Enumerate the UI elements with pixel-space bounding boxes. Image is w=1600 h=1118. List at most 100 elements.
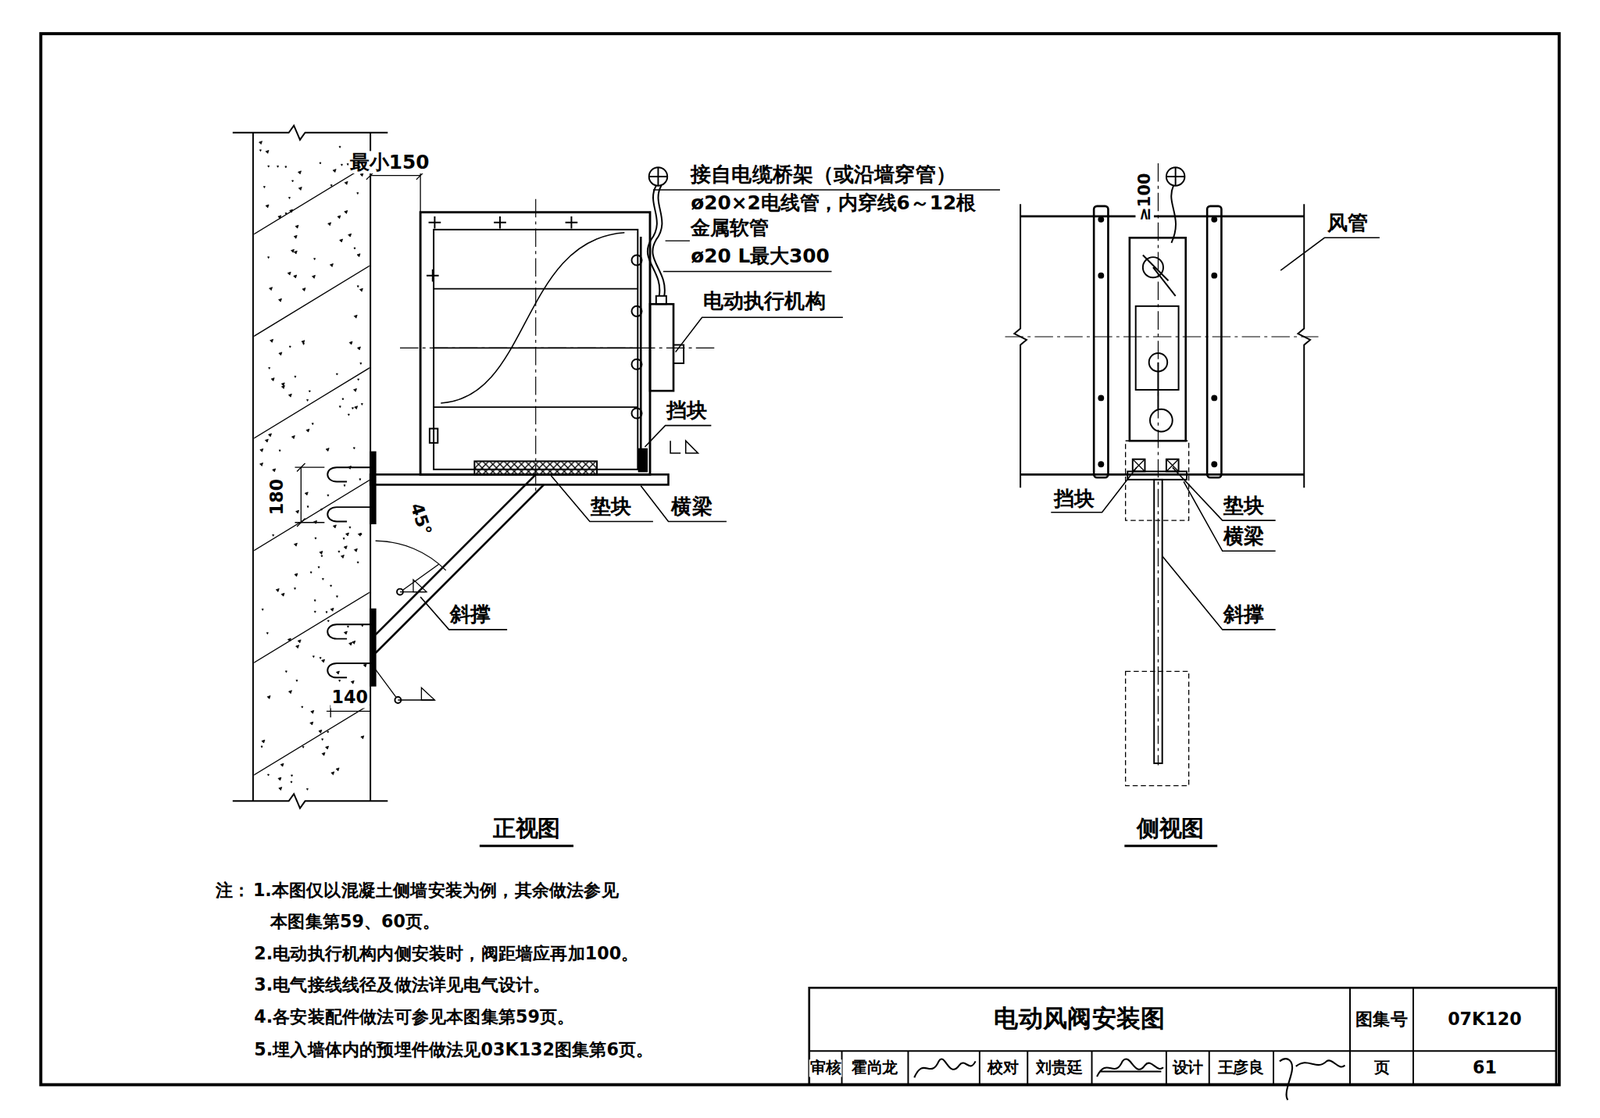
aggregate-dot — [291, 249, 295, 253]
aggregate-dot — [353, 447, 355, 450]
side-leaders-part — [1172, 467, 1276, 521]
support-bracket-part — [327, 663, 371, 678]
damper-front-part — [639, 236, 643, 465]
aggregate-dot — [330, 607, 334, 611]
front-leaders-part — [644, 425, 711, 447]
support-bracket — [327, 452, 668, 704]
support-bracket-part — [327, 507, 371, 522]
title-block — [809, 987, 1557, 1100]
aggregate-dot — [306, 788, 308, 790]
aggregate-dot — [340, 164, 343, 166]
angle-text: 45° — [405, 500, 436, 540]
aggregate-dot — [263, 186, 265, 189]
cable-and-hose-part — [649, 167, 668, 186]
aggregate-dot — [312, 656, 315, 658]
concrete-wall-part — [232, 125, 389, 140]
damper-side-part-part — [1210, 460, 1218, 468]
aggregate-dot — [288, 197, 290, 200]
damper-side-part-part — [1097, 394, 1104, 401]
sheet-border — [40, 33, 1560, 1085]
aggregate-dot — [281, 385, 285, 390]
aggregate-dot — [287, 271, 291, 275]
aggregate-dot — [296, 679, 298, 682]
support-bracket-part — [327, 624, 371, 639]
beam-callout: 横梁 — [1222, 524, 1266, 548]
aggregate-dot — [353, 247, 356, 250]
dimension-text: ≥100 — [1135, 171, 1154, 222]
aggregate-dot — [297, 639, 301, 643]
title-block-part — [809, 987, 1557, 1085]
damper-side-part — [1150, 409, 1173, 433]
aggregate-dot — [304, 492, 308, 496]
aggregate-dot — [264, 439, 268, 443]
aggregate-dot — [295, 225, 299, 229]
aggregate-dot — [270, 339, 274, 343]
aggregate-dot — [314, 600, 316, 602]
aggregate-dot — [332, 169, 336, 173]
support-bracket-part — [370, 474, 668, 485]
aggregate-dot — [289, 346, 291, 348]
aggregate-dot — [267, 165, 270, 168]
damper-front-part — [631, 359, 642, 370]
damper-side-part-part — [1210, 272, 1218, 279]
cable-and-hose-part — [665, 240, 690, 242]
title-block-cell: 王彦良 — [1217, 1059, 1265, 1078]
aggregate-dot — [354, 406, 358, 410]
title-block-cell: 页 — [1372, 1059, 1390, 1078]
aggregate-dot — [314, 610, 316, 613]
beam-callout: 横梁 — [670, 494, 714, 518]
aggregate-dot — [301, 340, 305, 344]
aggregate-dot — [349, 526, 351, 529]
aggregate-dot — [278, 215, 282, 219]
aggregate-dot — [278, 298, 283, 302]
aggregate-dot — [261, 739, 265, 743]
electric-actuator-part — [656, 296, 667, 304]
aggregate-dot — [267, 695, 271, 699]
damper-side — [1005, 163, 1319, 786]
side-leaders-part — [1162, 556, 1276, 630]
damper-front — [400, 199, 715, 493]
conduit-callout: ø20×2电线管，内穿线6～12根 — [689, 192, 977, 215]
damper-side-part — [1153, 479, 1162, 764]
aggregate-dot — [357, 378, 360, 381]
front-leaders-part — [685, 440, 699, 454]
front-leaders-part — [670, 440, 681, 454]
aggregate-dot — [319, 162, 322, 165]
aggregate-dot — [325, 448, 329, 452]
aggregate-dot — [302, 288, 306, 292]
aggregate-dot — [351, 407, 354, 410]
support-bracket-part — [375, 669, 436, 700]
concrete-wall-part-part — [253, 163, 370, 776]
aggregate-dot — [290, 781, 293, 783]
brace-callout: 斜撑 — [449, 603, 493, 627]
support-bracket-part — [375, 540, 447, 571]
electric-actuator — [650, 296, 684, 391]
aggregate-dot — [272, 468, 276, 472]
damper-front-part — [400, 199, 715, 493]
front-leaders-part — [420, 596, 508, 630]
pad-callout: 垫块 — [1222, 493, 1266, 518]
aggregate-dot — [339, 679, 341, 682]
aggregate-dot — [296, 645, 300, 649]
aggregate-dot — [266, 632, 268, 635]
aggregate-dot — [310, 721, 314, 725]
aggregate-dot — [261, 608, 264, 611]
aggregate-dot — [343, 485, 346, 487]
aggregate-dot — [292, 180, 294, 183]
aggregate-dot — [346, 625, 349, 628]
brace-callout: 斜撑 — [1222, 603, 1266, 627]
aggregate-dot — [330, 185, 333, 187]
aggregate-dot — [321, 752, 325, 756]
aggregate-dot — [339, 406, 341, 408]
aggregate-dot — [363, 664, 367, 668]
title-block-part — [914, 1058, 975, 1078]
aggregate-dot — [307, 399, 309, 401]
aggregate-dot — [359, 478, 361, 481]
damper-side-part — [1142, 255, 1176, 410]
aggregate-dot — [359, 288, 363, 292]
aggregate-dot — [293, 542, 297, 547]
note-heading: 注： — [214, 874, 251, 906]
damper-side-part — [1135, 306, 1179, 390]
dimension-text: 180 — [267, 478, 289, 517]
cable-and-hose-part — [649, 167, 668, 186]
